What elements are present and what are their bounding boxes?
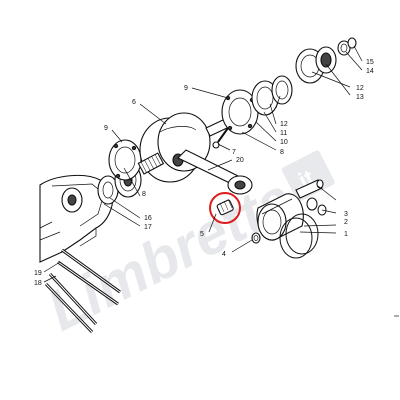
washer xyxy=(251,232,261,244)
part-label: 8 xyxy=(142,191,146,198)
part-label: 13 xyxy=(356,94,364,101)
piston-rings xyxy=(279,213,319,259)
part-label: 14 xyxy=(366,68,374,75)
part-label: 6 xyxy=(132,99,136,106)
part-label: 9 xyxy=(184,85,188,92)
connecting-rod xyxy=(177,149,253,195)
part-label: 1 xyxy=(344,231,348,238)
right-bearing-housing xyxy=(221,89,259,135)
right-main-bearing xyxy=(251,75,293,116)
left-bearing-housing xyxy=(108,139,142,181)
part-label: 11 xyxy=(280,130,287,137)
part-label: 15 xyxy=(366,59,374,66)
crankcase-half xyxy=(39,174,114,263)
piston xyxy=(256,193,304,241)
bolt xyxy=(212,127,229,149)
part-labels: 1 2 3 4 5 6 7 8 8 9 9 10 11 12 12 13 14 … xyxy=(34,59,374,287)
part-label: 12 xyxy=(280,121,288,128)
part-label: 20 xyxy=(236,157,244,164)
part-label: 8 xyxy=(280,149,284,156)
part-label: 10 xyxy=(280,139,288,146)
part-label: 5 xyxy=(200,231,204,238)
highlight-circle xyxy=(209,192,241,224)
crankcase-studs xyxy=(44,248,121,334)
part-label: 9 xyxy=(104,125,108,132)
outer-bearing-stack xyxy=(295,37,357,84)
part-label: 12 xyxy=(356,85,364,92)
leader-lines xyxy=(43,45,363,283)
part-label: 2 xyxy=(344,219,348,226)
part-label: 18 xyxy=(34,280,42,287)
small-end-bearing xyxy=(216,198,234,216)
part-label: 3 xyxy=(344,211,348,218)
part-label: 19 xyxy=(34,270,42,277)
part-label: 16 xyxy=(144,215,152,222)
part-label: 17 xyxy=(144,224,152,231)
part-label: 4 xyxy=(222,251,226,258)
part-label: 7 xyxy=(232,149,236,156)
circlip xyxy=(306,197,327,216)
